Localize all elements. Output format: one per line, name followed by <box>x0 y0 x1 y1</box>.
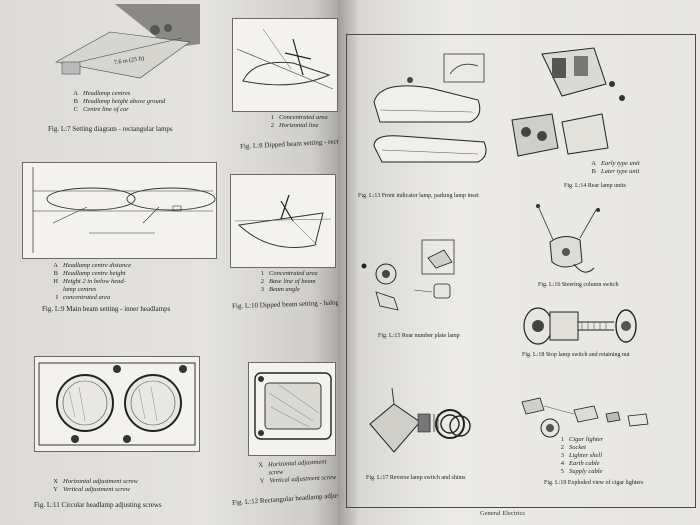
fig12-diagram <box>248 362 336 456</box>
fig8-diagram <box>232 18 338 112</box>
fig19-caption: Fig. L:19 Exploded view of cigar lighter… <box>544 480 644 486</box>
fig17-diagram <box>362 384 472 468</box>
fig10-caption: Fig. L:10 Dipped beam setting - halogen … <box>231 298 340 311</box>
fig11-caption: Fig. L:11 Circular headlamp adjusting sc… <box>34 501 162 509</box>
fig13-caption: Fig. L:13 Front indicator lamp, parking … <box>358 193 479 199</box>
right-page: Fig. L:13 Front indicator lamp, parking … <box>338 0 700 525</box>
fig9-caption: Fig. L:9 Main beam setting - inner headl… <box>42 305 171 313</box>
fig11-diagram <box>34 356 200 452</box>
fig13-diagram <box>360 50 506 186</box>
fig17-caption: Fig. L:17 Reverse lamp switch and shims <box>366 475 466 481</box>
fig18-caption: Fig. L:18 Stop lamp switch and retaining… <box>522 352 630 358</box>
fig16-diagram <box>524 202 620 282</box>
fig7-diagram <box>50 4 200 88</box>
fig19-diagram <box>514 392 654 442</box>
fig14-caption: Fig. L:14 Rear lamp units <box>564 183 626 189</box>
page-footer: General Electrics <box>480 510 525 517</box>
fig10-diagram <box>230 174 336 268</box>
fig18-diagram <box>518 302 644 350</box>
fig8-caption: Fig. L:8 Dipped beam setting - rectangul… <box>239 135 340 151</box>
fig15-caption: Fig. L:15 Rear number plate lamp <box>378 333 460 339</box>
fig9-diagram <box>22 162 217 259</box>
fig14-diagram <box>502 44 634 162</box>
fig7-caption: Fig. L:7 Setting diagram - rectangular l… <box>48 125 173 133</box>
fig15-diagram <box>358 236 482 324</box>
fig12-caption: Fig. L:12 Rectangular headlamp adjusting… <box>231 489 340 507</box>
fig16-caption: Fig. L:16 Steering column switch <box>538 282 619 288</box>
page-frame <box>346 34 696 508</box>
